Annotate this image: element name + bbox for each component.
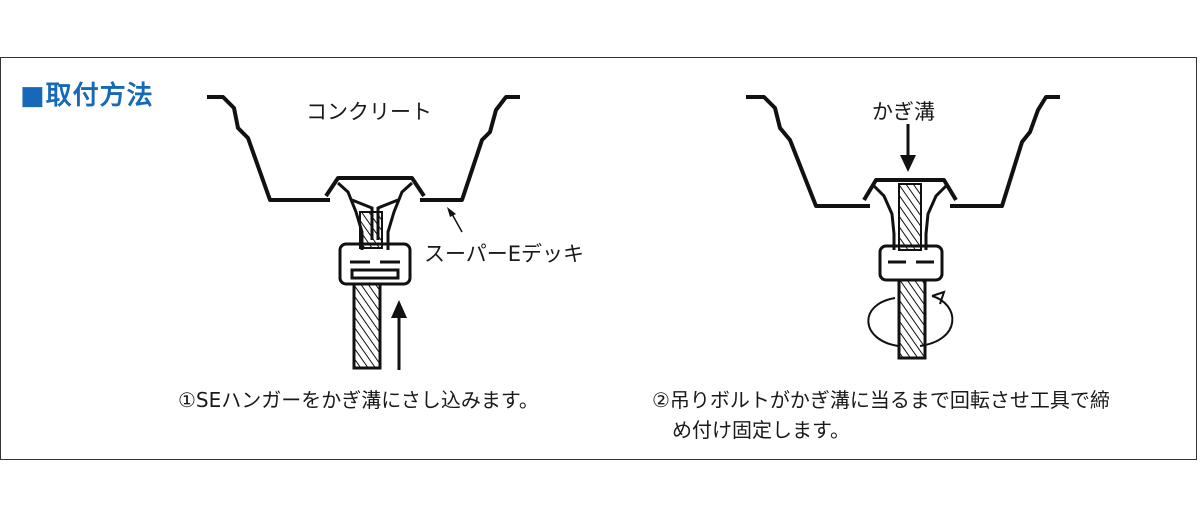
label-super-e-deck: スーパーEデッキ [424,242,585,266]
diagram-frame [0,57,1197,460]
deck-profile-2 [746,95,1060,208]
caption-step-1: ①SEハンガーをかぎ溝にさし込みます。 [178,388,539,412]
insert-arrow-1 [391,300,407,370]
threaded-bolt-2 [897,183,927,360]
caption-step-2-line2: め付け固定します。 [672,418,850,442]
deck-pointer-arrow [447,207,463,233]
caption-step-2-line1: ②吊りボルトがかぎ溝に当るまで回転させ工具で締 [652,388,1110,412]
section-title: ■取付方法 [20,81,154,111]
rotation-arrow [867,290,954,347]
label-kagi-groove: かぎ溝 [872,100,935,124]
groove-down-arrow [900,124,916,172]
threaded-bolt-1 [352,211,383,370]
deck-profile-1 [207,95,520,202]
label-concrete: コンクリート [306,100,432,124]
